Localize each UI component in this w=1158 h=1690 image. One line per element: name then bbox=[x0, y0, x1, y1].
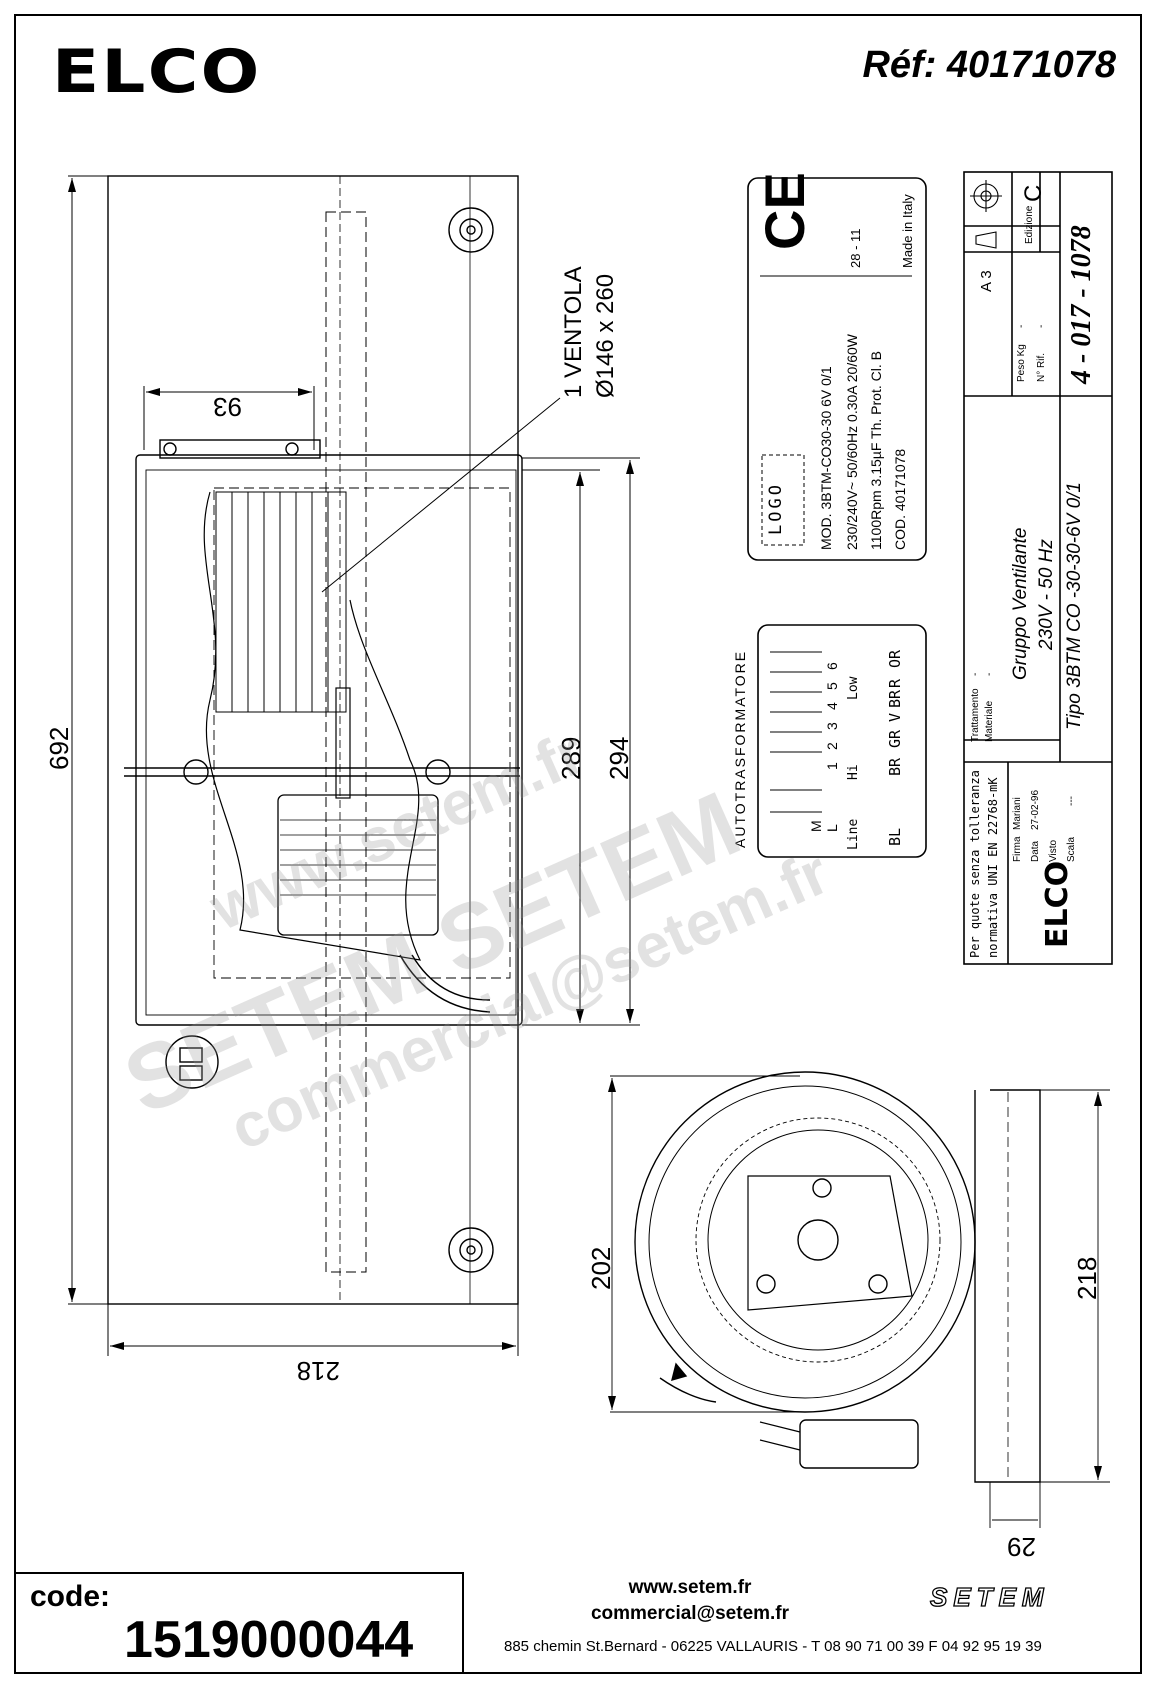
wire-bl: BL bbox=[886, 827, 904, 846]
tb-tolerance-1: Per quote senza tolleranza bbox=[968, 770, 982, 958]
tb-scale: --- bbox=[1066, 796, 1077, 806]
wire-r: R bbox=[886, 678, 904, 688]
tb-rating: 230V - 50 Hz bbox=[1036, 539, 1057, 650]
tb-material-label: Materiale bbox=[984, 700, 995, 742]
code-value: 1519000044 bbox=[124, 1611, 414, 1669]
tb-sign-label: Firma bbox=[1012, 836, 1023, 862]
label-plate-box bbox=[747, 177, 927, 561]
wire-gr: GR bbox=[886, 729, 904, 748]
base-plate bbox=[107, 175, 519, 1305]
wire-v: V bbox=[886, 712, 904, 722]
tb-scale-label: Scala bbox=[1066, 836, 1077, 862]
terminal-l: L bbox=[824, 824, 840, 832]
tb-drawing-number: 4 - 017 - 1078 bbox=[1066, 225, 1097, 384]
transformer-box bbox=[757, 624, 927, 858]
plate-model: MOD. 3BTM-CO30-30 6V 0/1 bbox=[818, 366, 834, 550]
callout-line1: 1 VENTOLA bbox=[560, 266, 587, 398]
tb-material: - bbox=[984, 672, 995, 676]
terminal-6: 6 bbox=[824, 662, 840, 670]
ce-mark: CE bbox=[753, 172, 816, 250]
tb-ref: - bbox=[1036, 324, 1047, 328]
plate-cod: COD. 40171078 bbox=[892, 448, 908, 550]
dim-housing-length: 294 bbox=[604, 736, 634, 780]
tb-edition: C bbox=[1020, 184, 1047, 202]
tb-ref-label: N° Rif. bbox=[1036, 353, 1047, 382]
email-link[interactable]: commercial@setem.fr bbox=[590, 1603, 790, 1624]
tb-edition-label: Edizione bbox=[1024, 205, 1035, 244]
tb-tolerance-2: normativa UNI EN 22768-mK bbox=[986, 777, 1000, 958]
title-block bbox=[963, 171, 1113, 965]
terminal-2: 2 bbox=[824, 742, 840, 750]
side-view bbox=[610, 1071, 1110, 1528]
code-box bbox=[14, 1572, 464, 1674]
tb-brand: ELCO bbox=[1040, 860, 1075, 948]
plate-made-in: Made in Italy bbox=[900, 194, 915, 268]
website-link[interactable]: www.setem.fr bbox=[628, 1577, 752, 1598]
dim-overall-length: 692 bbox=[44, 726, 74, 770]
dim-offset-top: 93 bbox=[213, 392, 242, 422]
dim-flange: 29 bbox=[1007, 1532, 1036, 1562]
tb-date-label: Data bbox=[1030, 840, 1041, 862]
callout-line2: Ø146 x 260 bbox=[592, 273, 619, 398]
terminal-3: 3 bbox=[824, 722, 840, 730]
tb-treatment-label: Trattamento bbox=[970, 688, 981, 742]
plate-rpm: 1100Rpm 3.15µF Th. Prot. Cl. B bbox=[868, 351, 884, 550]
elco-logo: ELCO bbox=[52, 37, 262, 107]
tb-treatment: - bbox=[970, 672, 981, 676]
tb-weight-label: Peso Kg bbox=[1016, 344, 1027, 382]
tb-signer: Mariani bbox=[1012, 797, 1023, 830]
transformer-title: AUTOTRASFORMATORE bbox=[732, 649, 748, 848]
reference-number: Réf: 40171078 bbox=[862, 44, 1116, 86]
address-line: 885 chemin St.Bernard - 06225 VALLAURIS … bbox=[504, 1638, 1042, 1655]
tb-name: Gruppo Ventilante bbox=[1010, 527, 1031, 680]
code-label: code: bbox=[30, 1580, 111, 1613]
plate-electrical: 230/240V~ 50/60Hz 0.30A 20/60W bbox=[844, 334, 860, 550]
tb-checked-label: Visto bbox=[1048, 839, 1059, 862]
dim-width-bottom: 218 bbox=[296, 1356, 340, 1386]
terminal-4: 4 bbox=[824, 702, 840, 710]
plate-week: 28 - 11 bbox=[848, 228, 863, 268]
terminal-1: 1 bbox=[824, 762, 840, 770]
setem-logo: SETEM bbox=[929, 1581, 1050, 1612]
tb-type: Tipo 3BTM CO -30-30-6V 0/1 bbox=[1064, 482, 1085, 730]
drawing-frame bbox=[14, 14, 1142, 1674]
dim-side-height: 202 bbox=[586, 1246, 616, 1290]
speed-hi: Hi bbox=[846, 764, 861, 780]
dim-side-width: 218 bbox=[1072, 1256, 1102, 1300]
tb-weight: - bbox=[1016, 324, 1027, 328]
wire-br1: BR bbox=[886, 757, 904, 776]
tb-projection: A 3 bbox=[978, 270, 995, 292]
terminal-5: 5 bbox=[824, 682, 840, 690]
contact-block: www.setem.fr commercial@setem.fr bbox=[560, 1575, 820, 1627]
speed-low: Low bbox=[846, 676, 861, 700]
tb-date: 27-02-96 bbox=[1030, 789, 1041, 830]
wire-or: OR bbox=[886, 649, 904, 668]
logo-placeholder: LOGO bbox=[766, 482, 786, 535]
speed-line: Line bbox=[846, 818, 861, 850]
terminal-m: M bbox=[808, 820, 824, 832]
wire-br2: BR bbox=[886, 689, 904, 708]
